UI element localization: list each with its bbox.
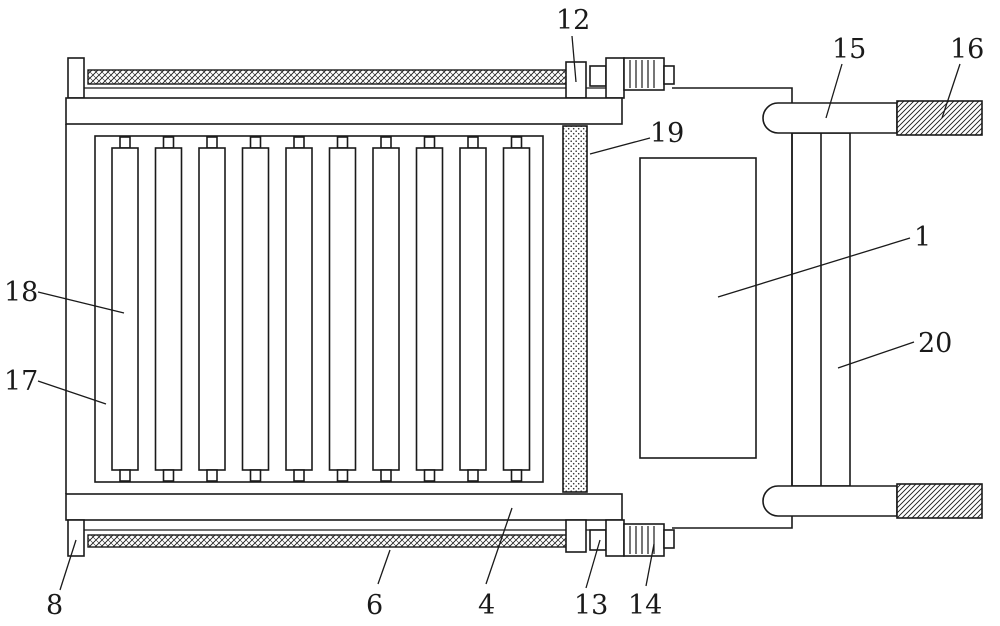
- label-19: 19: [650, 118, 684, 149]
- handle-assembly: [762, 100, 983, 519]
- label-8: 8: [46, 590, 63, 621]
- handle-bar-bottom: [762, 485, 898, 517]
- main-body: [639, 87, 793, 529]
- label-18: 18: [4, 277, 38, 308]
- roller: [154, 136, 183, 482]
- roller: [415, 136, 444, 482]
- roller: [198, 136, 226, 482]
- label-12: 12: [556, 5, 590, 36]
- reference-labels: 1 4 6 8 12 13 14 15 16 17 18 19 20: [4, 5, 984, 621]
- leader-lines: [37, 35, 961, 591]
- slide-rail-bottom: [65, 493, 623, 521]
- nut-block-bottom: [565, 519, 587, 553]
- display-panel: [639, 157, 757, 459]
- label-14: 14: [628, 590, 662, 621]
- label-16: 16: [950, 34, 984, 65]
- brush-roller: [562, 125, 588, 493]
- roller-frame: [94, 135, 544, 483]
- roller: [502, 136, 531, 482]
- bottom-guide-assembly: [65, 493, 675, 557]
- roller: [328, 136, 357, 482]
- roller: [285, 136, 313, 482]
- roller: [459, 136, 487, 482]
- roller: [372, 136, 400, 482]
- handle-bar-top: [762, 102, 898, 134]
- label-20: 20: [918, 328, 952, 359]
- label-15: 15: [832, 34, 866, 65]
- label-13: 13: [574, 590, 608, 621]
- slide-rail-top: [65, 97, 623, 125]
- label-1: 1: [914, 222, 931, 253]
- roller-group: [111, 136, 531, 482]
- lead-screw-top: [87, 69, 569, 85]
- frame: [65, 124, 588, 494]
- roller: [111, 136, 139, 482]
- top-guide-assembly: [65, 57, 675, 125]
- grip-top: [896, 100, 983, 136]
- lead-screw-bottom: [87, 534, 569, 548]
- label-4: 4: [478, 590, 495, 621]
- grip-bottom: [896, 483, 983, 519]
- label-17: 17: [4, 366, 38, 397]
- label-6: 6: [366, 590, 383, 621]
- roller: [241, 136, 270, 482]
